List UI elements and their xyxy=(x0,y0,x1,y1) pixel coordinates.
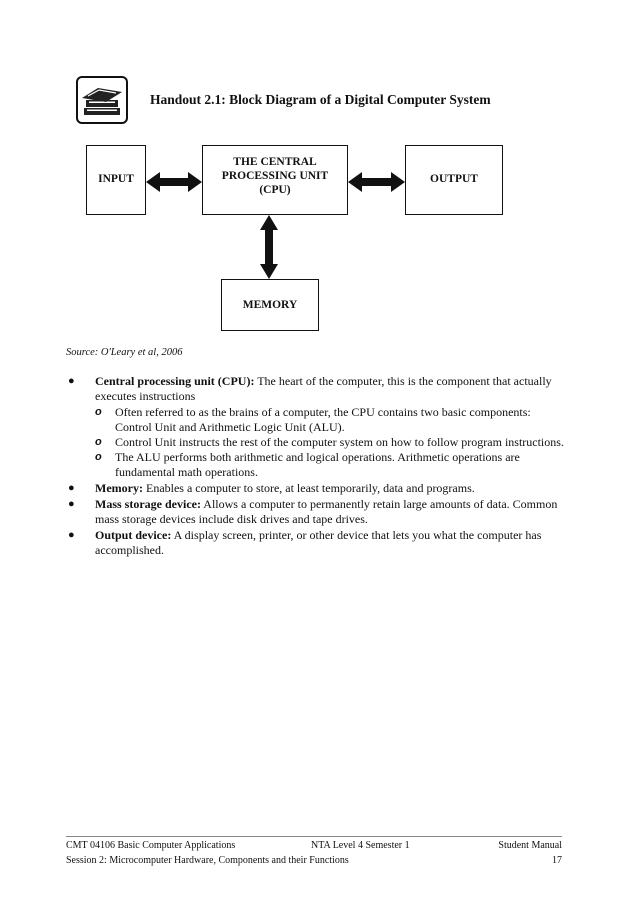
sub-bullet-icon: o xyxy=(95,451,102,463)
bullet-list: ● Central processing unit (CPU): The hea… xyxy=(66,374,566,559)
list-item: ● Output device: A display screen, print… xyxy=(66,528,566,558)
page-number: 17 xyxy=(552,855,562,866)
list-item-text: A display screen, printer, or other devi… xyxy=(95,528,542,557)
cpu-block: THE CENTRAL PROCESSING UNIT (CPU) xyxy=(202,145,348,215)
footer-level: NTA Level 4 Semester 1 xyxy=(311,840,410,851)
cpu-memory-arrow xyxy=(260,215,278,279)
cpu-label-line1: THE CENTRAL xyxy=(233,156,317,168)
sub-list-item-text: Often referred to as the brains of a com… xyxy=(115,405,531,434)
bullet-icon: ● xyxy=(68,529,75,541)
sub-list-item: o Often referred to as the brains of a c… xyxy=(95,405,566,435)
diagram-arrows xyxy=(146,172,405,279)
list-item-term: Mass storage device: xyxy=(95,497,201,511)
footer-manual: Student Manual xyxy=(498,840,562,851)
list-item: ● Central processing unit (CPU): The hea… xyxy=(66,374,566,404)
footer-session: Session 2: Microcomputer Hardware, Compo… xyxy=(66,855,349,866)
footer-divider xyxy=(66,836,562,837)
list-item-text: Enables a computer to store, at least te… xyxy=(142,481,475,495)
footer-course: CMT 04106 Basic Computer Applications xyxy=(66,840,236,851)
list-item-text: Allows a computer to permanently retain … xyxy=(95,497,558,526)
sub-bullet-icon: o xyxy=(95,406,102,418)
output-label: OUTPUT xyxy=(430,173,478,185)
memory-block: MEMORY xyxy=(221,279,319,331)
bullet-icon: ● xyxy=(68,482,75,494)
sub-list-item: o The ALU performs both arithmetic and l… xyxy=(95,450,566,480)
memory-label: MEMORY xyxy=(242,299,298,311)
list-item-term: Memory: xyxy=(95,481,143,495)
cpu-label-line2: PROCESSING UNIT xyxy=(221,170,329,182)
sub-bullet-icon: o xyxy=(95,436,102,448)
sub-list-item: o Control Unit instructs the rest of the… xyxy=(95,435,566,450)
list-item: ● Mass storage device: Allows a computer… xyxy=(66,497,566,527)
sub-list-item-text: Control Unit instructs the rest of the c… xyxy=(115,435,564,449)
books-logo-icon xyxy=(76,76,128,124)
sub-list-item-text: The ALU performs both arithmetic and log… xyxy=(115,450,520,479)
list-item-term: Output device: xyxy=(95,528,172,542)
input-cpu-arrow xyxy=(146,172,202,192)
source-citation: Source: O'Leary et al, 2006 xyxy=(66,347,183,358)
bullet-icon: ● xyxy=(68,498,75,510)
cpu-output-arrow xyxy=(348,172,405,192)
input-block: INPUT xyxy=(86,145,146,215)
list-item-term: Central processing unit (CPU): xyxy=(95,374,255,388)
cpu-label-line3: (CPU) xyxy=(259,184,291,196)
list-item: ● Memory: Enables a computer to store, a… xyxy=(66,481,566,496)
list-item-text: The heart of the computer, this is the c… xyxy=(95,374,552,403)
output-block: OUTPUT xyxy=(405,145,503,215)
page-title: Handout 2.1: Block Diagram of a Digital … xyxy=(150,92,491,107)
input-label: INPUT xyxy=(98,173,134,185)
bullet-icon: ● xyxy=(68,375,75,387)
